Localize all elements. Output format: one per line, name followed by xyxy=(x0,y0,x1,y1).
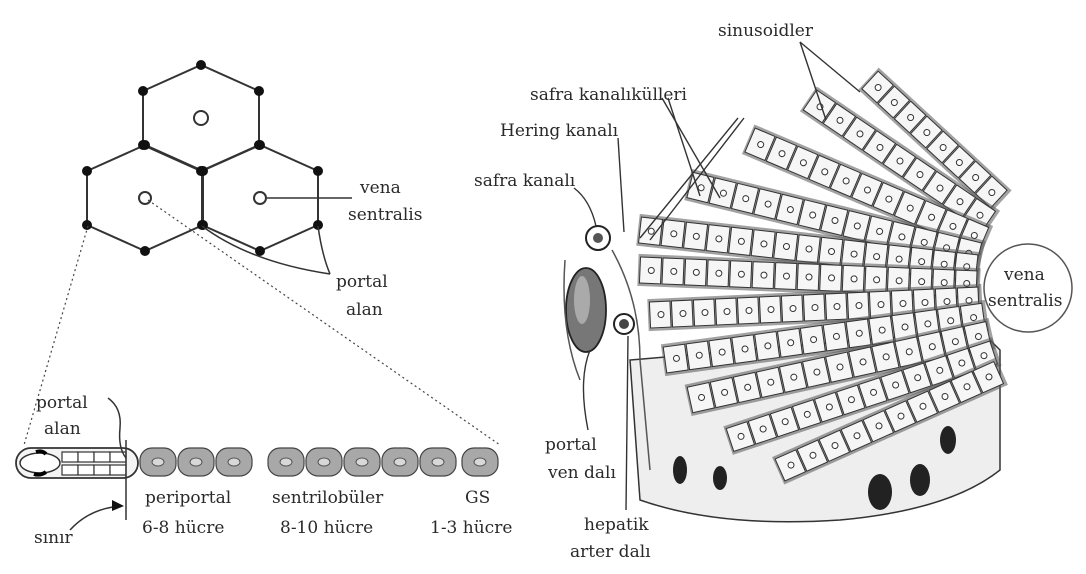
portal-dot-7 xyxy=(140,140,150,150)
bottom-portal-label: portal xyxy=(36,393,88,413)
zone-gs-cells: 1-3 hücre xyxy=(430,518,512,538)
sinir-arrowhead xyxy=(112,500,124,511)
hepatik-label: hepatik xyxy=(584,515,649,535)
hepatocyte-cell-4 xyxy=(306,448,342,476)
portal-dot-6 xyxy=(82,166,92,176)
central-vein-3d xyxy=(984,244,1072,332)
zoom-line-right xyxy=(148,200,500,445)
portal-ven-label: portal xyxy=(545,435,597,455)
arter-dali-label: arter dalı xyxy=(570,542,651,562)
portal-vessel xyxy=(20,453,60,473)
vena-sentralis-label: vena xyxy=(359,178,401,198)
hering-label: Hering kanalı xyxy=(500,121,619,141)
portal-dot-13 xyxy=(255,140,265,150)
bile-duct-inner xyxy=(593,233,603,243)
hepatocyte-cell-5 xyxy=(344,448,380,476)
safra-kanalikulleri-label: safra kanalıkülleri xyxy=(530,85,688,105)
hepatocyte-cell-3 xyxy=(268,448,304,476)
hepatocyte-cells xyxy=(140,448,498,476)
lobule-3d-illustration: sinusoidler safra kanalıkülleri Hering k… xyxy=(474,21,1072,562)
sinusoidler-label: sinusoidler xyxy=(718,21,814,41)
central-vein-left xyxy=(139,192,151,204)
sinir-label: sınır xyxy=(34,528,74,548)
central-vein-top xyxy=(194,111,208,125)
portal-alan-label: portal xyxy=(336,272,388,292)
bottom-alan-label: alan xyxy=(44,419,81,439)
safra-kanali-label: safra kanalı xyxy=(474,171,576,191)
sentralis-label-right: sentralis xyxy=(988,291,1062,311)
hepatocyte-cell-7 xyxy=(420,448,456,476)
portal-dot-1 xyxy=(196,60,206,70)
zone-gs-name: GS xyxy=(465,488,490,508)
hepatocyte-cell-8 xyxy=(462,448,498,476)
portal-dot-0 xyxy=(138,86,148,96)
zone-sentrilobuler-name: sentrilobüler xyxy=(272,488,384,508)
central-vein-right xyxy=(254,192,266,204)
hepatocyte-cell-6 xyxy=(382,448,418,476)
zone-periportal-cells: 6-8 hücre xyxy=(142,518,224,538)
zone-sentrilobuler-cells: 8-10 hücre xyxy=(280,518,373,538)
hepatocyte-cell-1 xyxy=(178,448,214,476)
hepatocyte-cell-0 xyxy=(140,448,176,476)
hepatocyte-cell-2 xyxy=(216,448,252,476)
hepatic-artery-inner xyxy=(619,319,629,329)
portal-dot-11 xyxy=(82,220,92,230)
zone-periportal-name: periportal xyxy=(145,488,231,508)
portal-dot-10 xyxy=(140,246,150,256)
portal-alan-label-2: alan xyxy=(346,300,383,320)
portal-dot-2 xyxy=(254,86,264,96)
portal-dot-12 xyxy=(197,166,207,176)
ven-dali-label: ven dalı xyxy=(547,463,616,483)
portal-dot-16 xyxy=(255,246,265,256)
portal-dot-14 xyxy=(313,166,323,176)
hexagon-lobule-diagram: vena sentralis portal alan xyxy=(24,60,500,445)
vena-sentralis-label-2: sentralis xyxy=(348,205,422,225)
vena-label-right: vena xyxy=(1003,265,1045,285)
hepatocyte-plate-row: portal alan sınır periportal 6-8 hücre s… xyxy=(16,393,512,548)
portal-vein-highlight xyxy=(574,276,590,324)
